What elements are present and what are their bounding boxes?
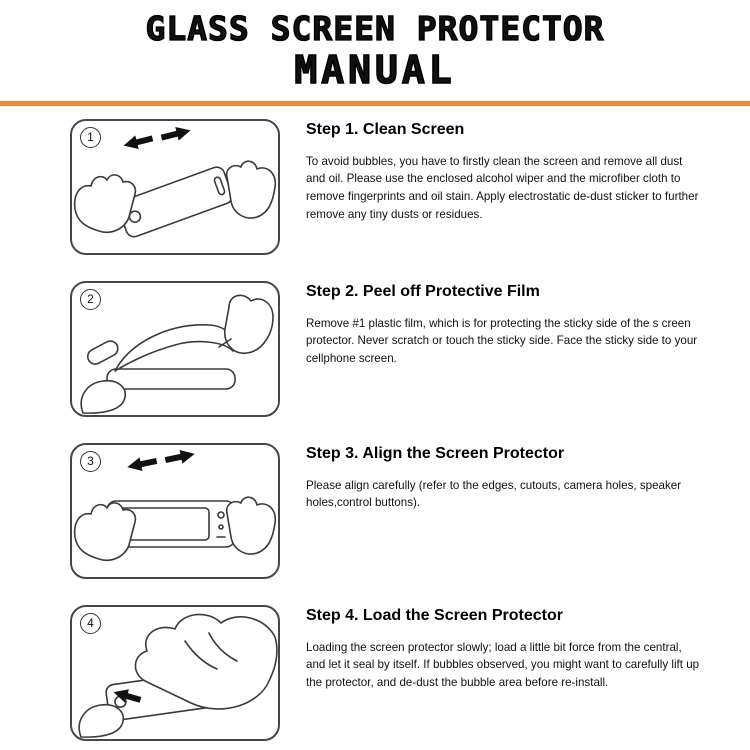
left-hand bbox=[73, 501, 137, 561]
alcohol-wiper bbox=[86, 340, 119, 365]
align-arrows-icon bbox=[127, 449, 195, 471]
step-1-text: Step 1. Clean Screen To avoid bubbles, y… bbox=[306, 119, 702, 223]
pinching-hand bbox=[223, 294, 274, 354]
step-2: 2 Step 2. Peel off Protective Film Remov… bbox=[70, 280, 718, 417]
loading-protector-illustration bbox=[78, 613, 278, 738]
step-4-text: Step 4. Load the Screen Protector Loadin… bbox=[306, 605, 702, 692]
step-3-body: Please align carefully (refer to the edg… bbox=[306, 478, 682, 510]
peeled-film bbox=[114, 323, 235, 372]
press-direction-arrow-icon bbox=[113, 689, 142, 703]
supporting-hand bbox=[80, 379, 127, 414]
accent-divider bbox=[0, 100, 750, 106]
step-1-number-badge: 1 bbox=[80, 126, 101, 148]
supporting-hand bbox=[78, 703, 125, 738]
step-4-illustration-box: 4 bbox=[70, 604, 280, 741]
step-3-heading: Step 3. Align the Screen Protector bbox=[306, 444, 565, 462]
left-hand bbox=[73, 173, 137, 233]
hands-cleaning-phone-illustration bbox=[73, 126, 277, 238]
step-1: 1 Step 1. Clean Screen To avoid bubbles,… bbox=[70, 118, 718, 255]
step-2-body: Remove #1 plastic film, which is for pro… bbox=[306, 316, 698, 365]
step-1-heading: Step 1. Clean Screen bbox=[306, 120, 465, 138]
right-hand bbox=[225, 496, 277, 555]
page-title: GLASS SCREEN PROTECTOR bbox=[145, 9, 605, 48]
step-1-illustration-box: 1 bbox=[70, 118, 280, 255]
step-2-heading: Step 2. Peel off Protective Film bbox=[306, 282, 540, 300]
phone-outline bbox=[117, 166, 234, 238]
step-3: 3 Step 3. Align the Screen Protector bbox=[70, 442, 718, 579]
page-subtitle: MANUAL bbox=[294, 47, 456, 92]
step-2-illustration-box: 2 bbox=[70, 280, 280, 417]
step-3-text: Step 3. Align the Screen Protector Pleas… bbox=[306, 443, 702, 512]
step-1-body: To avoid bubbles, you have to firstly cl… bbox=[306, 154, 699, 221]
pressing-hand bbox=[134, 613, 278, 710]
step-2-text: Step 2. Peel off Protective Film Remove … bbox=[306, 281, 702, 368]
step-4-heading: Step 4. Load the Screen Protector bbox=[306, 606, 563, 624]
wipe-arrows-icon bbox=[123, 126, 191, 149]
steps-list: 1 Step 1. Clean Screen To avoid bubbles,… bbox=[0, 106, 750, 741]
step-3-number-badge: 3 bbox=[80, 450, 101, 472]
peeling-film-illustration bbox=[80, 294, 274, 414]
step-4-body: Loading the screen protector slowly; loa… bbox=[306, 640, 700, 689]
manual-header: GLASS SCREEN PROTECTOR MANUAL bbox=[0, 0, 750, 106]
step-3-illustration-box: 3 bbox=[70, 442, 280, 579]
aligning-protector-illustration bbox=[73, 449, 277, 561]
screen-protector bbox=[106, 367, 236, 390]
right-hand bbox=[225, 160, 277, 219]
step-4: 4 Step 4. Load the Screen Protector Load… bbox=[70, 604, 718, 741]
step-2-number-badge: 2 bbox=[80, 288, 101, 310]
step-4-number-badge: 4 bbox=[80, 612, 101, 634]
